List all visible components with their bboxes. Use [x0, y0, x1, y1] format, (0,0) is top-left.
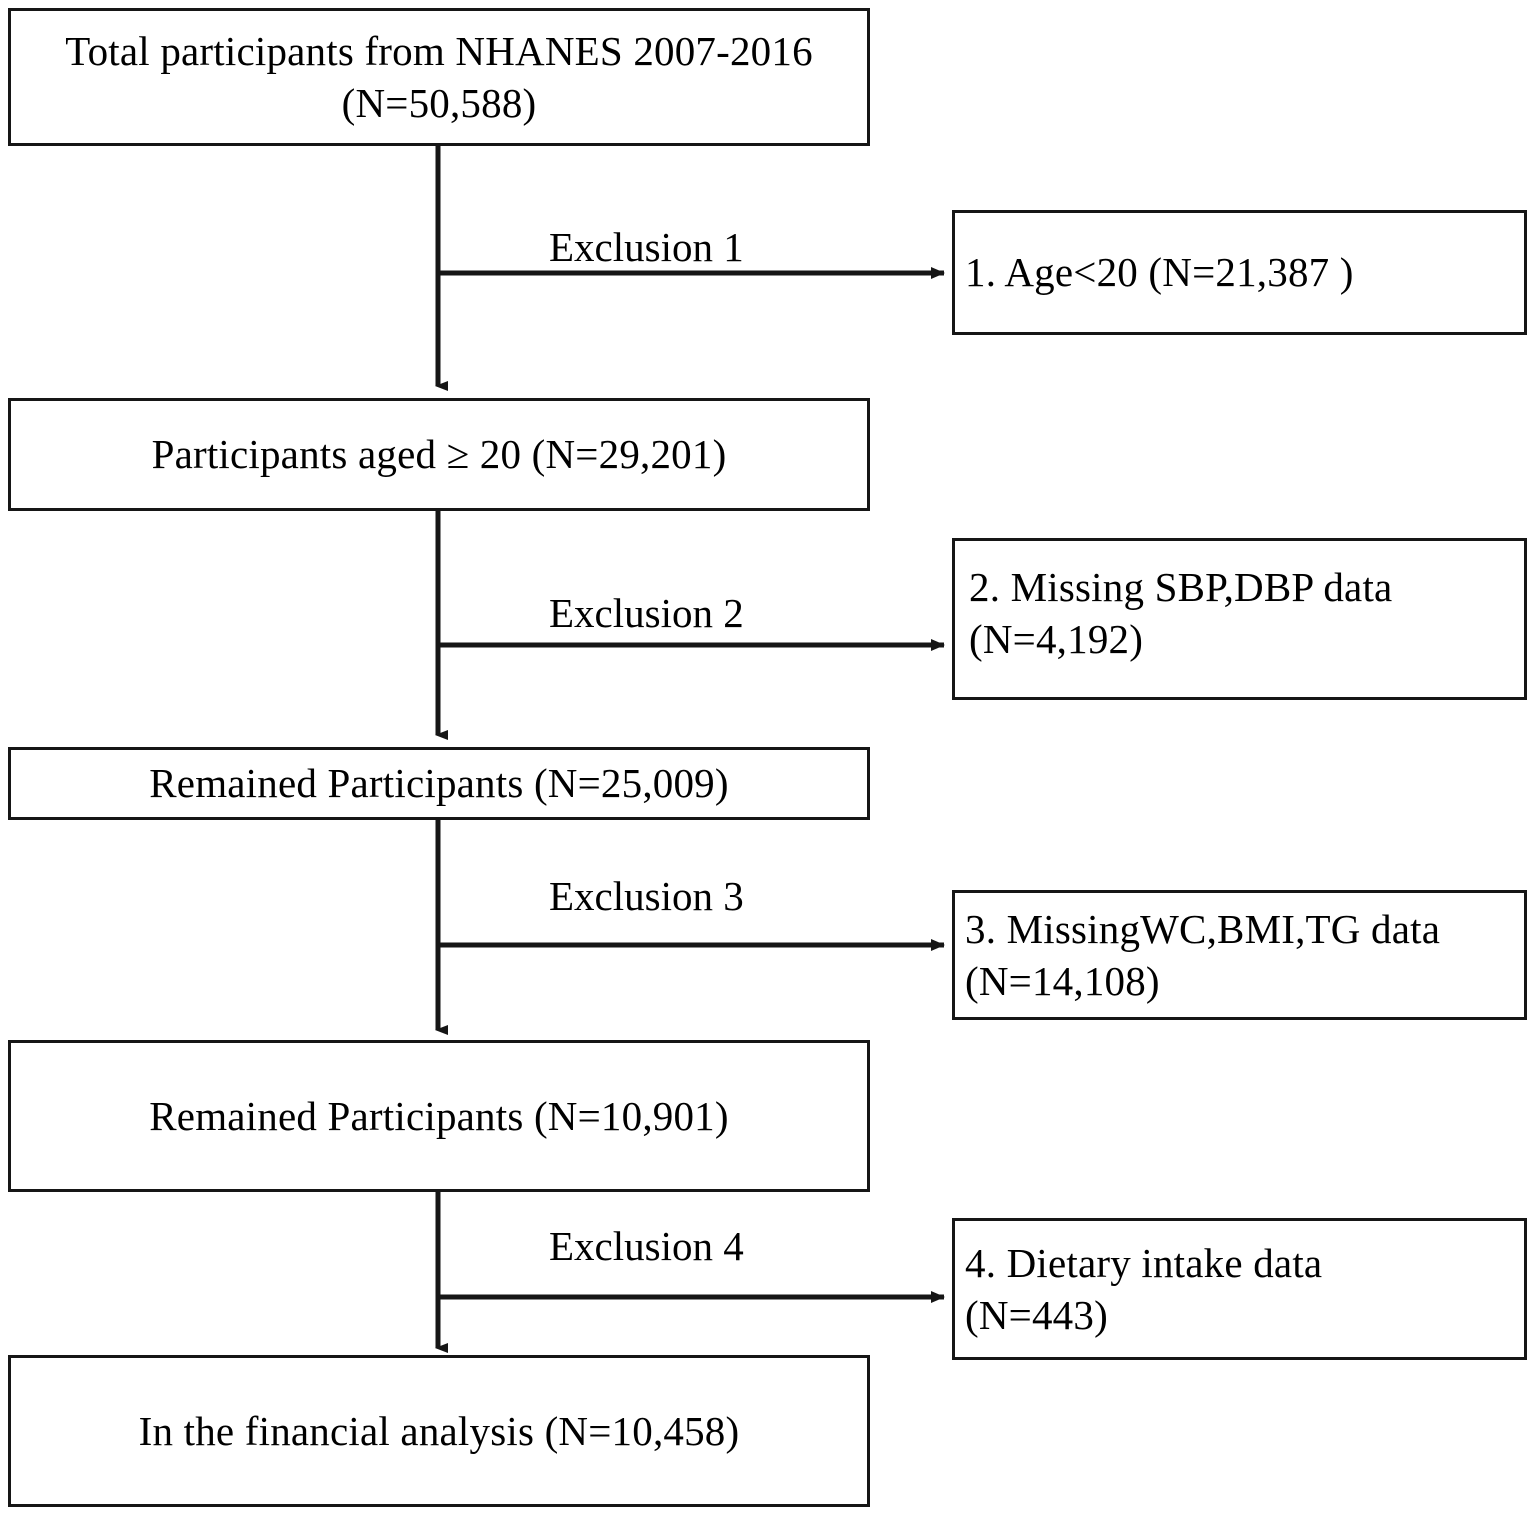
node-total-participants: Total participants from NHANES 2007-2016…	[8, 8, 870, 146]
exclusion-box-4: 4. Dietary intake data (N=443)	[952, 1218, 1527, 1360]
exclusion-box-1: 1. Age<20 (N=21,387 )	[952, 210, 1527, 335]
node-remained-10901: Remained Participants (N=10,901)	[8, 1040, 870, 1192]
node-aged-20-plus-label: Participants aged ≥ 20 (N=29,201)	[151, 431, 727, 478]
node-remained-25009-label: Remained Participants (N=25,009)	[149, 760, 729, 807]
exclusion-box-4-label: 4. Dietary intake data (N=443)	[965, 1239, 1323, 1338]
node-total-participants-label: Total participants from NHANES 2007-2016…	[65, 27, 813, 126]
node-remained-10901-label: Remained Participants (N=10,901)	[149, 1092, 729, 1139]
exclusion-box-2-label: 2. Missing SBP,DBP data (N=4,192)	[969, 564, 1393, 663]
exclusion-box-3-label: 3. MissingWC,BMI,TG data (N=14,108)	[965, 905, 1441, 1004]
exclusion-box-3: 3. MissingWC,BMI,TG data (N=14,108)	[952, 890, 1527, 1020]
node-final-analysis: In the financial analysis (N=10,458)	[8, 1355, 870, 1507]
exclusion-box-1-label: 1. Age<20 (N=21,387 )	[965, 249, 1354, 296]
edge-label-exclusion-4: Exclusion 4	[549, 1223, 744, 1269]
node-final-analysis-label: In the financial analysis (N=10,458)	[138, 1407, 740, 1454]
edge-label-exclusion-3: Exclusion 3	[549, 873, 744, 919]
edge-label-exclusion-2: Exclusion 2	[549, 590, 744, 636]
edge-label-exclusion-1: Exclusion 1	[549, 224, 744, 270]
node-remained-25009: Remained Participants (N=25,009)	[8, 747, 870, 820]
node-aged-20-plus: Participants aged ≥ 20 (N=29,201)	[8, 398, 870, 511]
exclusion-box-2: 2. Missing SBP,DBP data (N=4,192)	[952, 538, 1527, 700]
